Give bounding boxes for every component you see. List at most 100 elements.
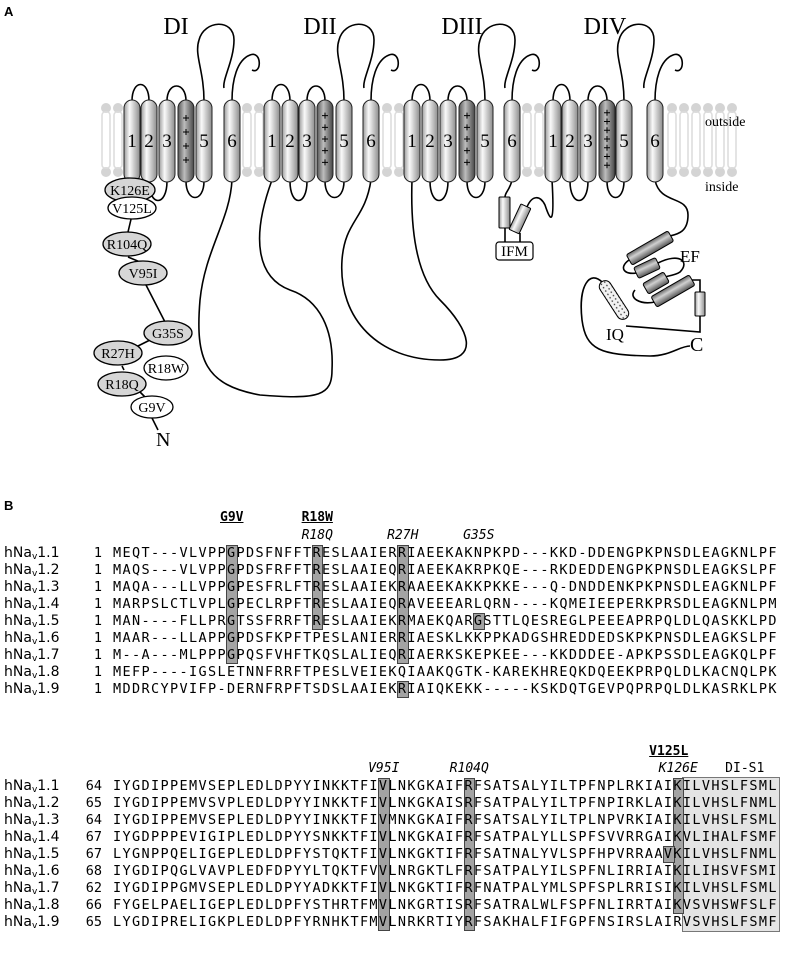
domain-label: DI: [163, 14, 188, 40]
extracellular-loop-s1-s2: [411, 83, 431, 102]
mutation-label: K126E: [110, 184, 150, 199]
iq-label: IQ: [606, 325, 624, 344]
sequence-text: IYGDIPPGMVSEPLEDLDPYYADKKTFIVLNKGKTIFRFN…: [113, 880, 778, 896]
lipid-bilayer: [101, 103, 737, 177]
lipid-tail: [113, 111, 123, 169]
sequence-text: MEQT---VLVPPGPDSFNFFTRESLAAIERRIAEEKAKNP…: [113, 545, 778, 561]
helix-number: 2: [565, 131, 575, 152]
transmembrane-helix-s5: [195, 99, 213, 183]
residue-start-number: 67: [85, 846, 102, 862]
positive-charge-icon: [183, 157, 189, 163]
domain-region-di-s1: [682, 777, 780, 932]
sequence-text: MAQS---VLVPPGPDSFRFFTRESLAAIEQRIAEEKAKRP…: [113, 562, 778, 578]
lipid-tail: [727, 111, 737, 169]
mutation-annotation: G9V: [220, 510, 244, 525]
transmembrane-helix-s6: [362, 99, 380, 183]
helix-number: 6: [650, 131, 660, 152]
transmembrane-helix-s2: [561, 99, 579, 183]
lipid-head: [703, 103, 713, 113]
helix-number: 2: [425, 131, 435, 152]
lipid-head: [522, 167, 532, 177]
helix-number: 1: [267, 131, 277, 152]
mutation-annotation: R104Q: [449, 761, 489, 776]
positive-charge-icon: [464, 112, 470, 119]
lipid-tail: [703, 111, 713, 169]
mutation-column-highlight: [378, 778, 390, 931]
lipid-tail: [715, 111, 725, 169]
lipid-head: [394, 167, 404, 177]
domain-label: DIV: [584, 14, 627, 40]
sequence-text: IYGDIPPEMVSVPLEDLDPYYINKKTFIVLNKGKAISRFS…: [113, 795, 778, 811]
isoform-name: hNav1.4: [4, 829, 60, 846]
extracellular-loop-s1-s2: [271, 83, 291, 102]
positive-charge-icon: [604, 153, 610, 160]
ef-helix-4: [651, 275, 695, 307]
residue-start-number: 67: [85, 829, 102, 845]
lipid-tail: [522, 111, 532, 169]
transmembrane-helix-s6: [646, 99, 664, 183]
ifm-label: IFM: [501, 244, 528, 260]
positive-charge-icon: [322, 124, 328, 131]
lipid-head: [679, 167, 689, 177]
isoform-name: hNav1.2: [4, 562, 60, 579]
positive-charge-icon: [322, 159, 328, 166]
positive-charge-icon: [464, 159, 470, 166]
lipid-tail: [382, 111, 392, 169]
isoform-name: hNav1.1: [4, 778, 60, 795]
lipid-head: [715, 103, 725, 113]
mutation-annotation: V95I: [368, 761, 400, 776]
transmembrane-helix-s2: [281, 99, 299, 183]
helix-number: 3: [443, 131, 453, 152]
mutation-ellipse: [143, 320, 193, 346]
lipid-head: [394, 103, 404, 113]
positive-charge-icon: [604, 136, 610, 142]
isoform-name: hNav1.3: [4, 579, 60, 596]
sequence-text: MARPSLCTLVPLGPECLRPFTRESLAAIEQRAVEEEARLQ…: [113, 596, 778, 612]
positive-charge-icon: [604, 144, 610, 151]
mutation-label: R18W: [148, 362, 185, 377]
lipid-head: [101, 103, 111, 113]
inside-label: inside: [705, 180, 738, 195]
sequence-text: MAQA---LLVPPGPESFRLFTRESLAAIEKRAAEEKAKKP…: [113, 579, 778, 595]
isoform-name: hNav1.8: [4, 897, 60, 914]
lipid-head: [254, 103, 264, 113]
mutation-column-highlight: [397, 681, 409, 698]
sequence-text: FYGELPAELIGEPLEDLDPFYSTHRTFMVLNKGRTISRFS…: [113, 897, 778, 913]
sequence-text: IYGDPPPEVIGIPLEDLDPYYSNKKTFIVLNKGKAIFRFS…: [113, 829, 778, 845]
mutation-ellipse: [130, 395, 174, 419]
transmembrane-helix-s5: [615, 99, 633, 183]
residue-start-number: 65: [85, 914, 102, 930]
lipid-tail: [254, 111, 264, 169]
mutation-ellipse: [102, 231, 152, 257]
pore-loop-s5-s6: [616, 23, 684, 102]
isoform-name: hNav1.9: [4, 914, 60, 931]
sequence-text: IYGDIPPEMVSEPLEDLDPYYINKKTFIVLNKGKAIFRFS…: [113, 778, 778, 794]
lipid-head: [667, 167, 677, 177]
sequence-text: LYGDIPRELIGKPLEDLDPFYRNHKTFMVLNRKRTIYRFS…: [113, 914, 778, 930]
transmembrane-helix-s6: [503, 99, 521, 183]
helix-number: 6: [366, 131, 376, 152]
mutation-annotation: K126E: [658, 761, 698, 776]
positive-charge-icon: [322, 136, 328, 142]
positive-charge-icon: [322, 112, 328, 119]
lipid-tail: [679, 111, 689, 169]
lipid-tail: [667, 111, 677, 169]
residue-start-number: 1: [93, 630, 102, 646]
sequence-text: MDDRCYPVIFP-DERNFRPFTSDSLAAIEKRIAIQKEKK-…: [113, 681, 778, 697]
positive-charge-icon: [604, 162, 610, 169]
mutation-column-highlight: [397, 545, 409, 664]
residue-start-number: 1: [93, 681, 102, 697]
positive-charge-icon: [464, 124, 470, 131]
helix-number: 5: [199, 131, 209, 152]
residue-start-number: 64: [85, 778, 102, 794]
ifm-helix-1: [498, 196, 511, 229]
isoform-name: hNav1.7: [4, 647, 60, 664]
